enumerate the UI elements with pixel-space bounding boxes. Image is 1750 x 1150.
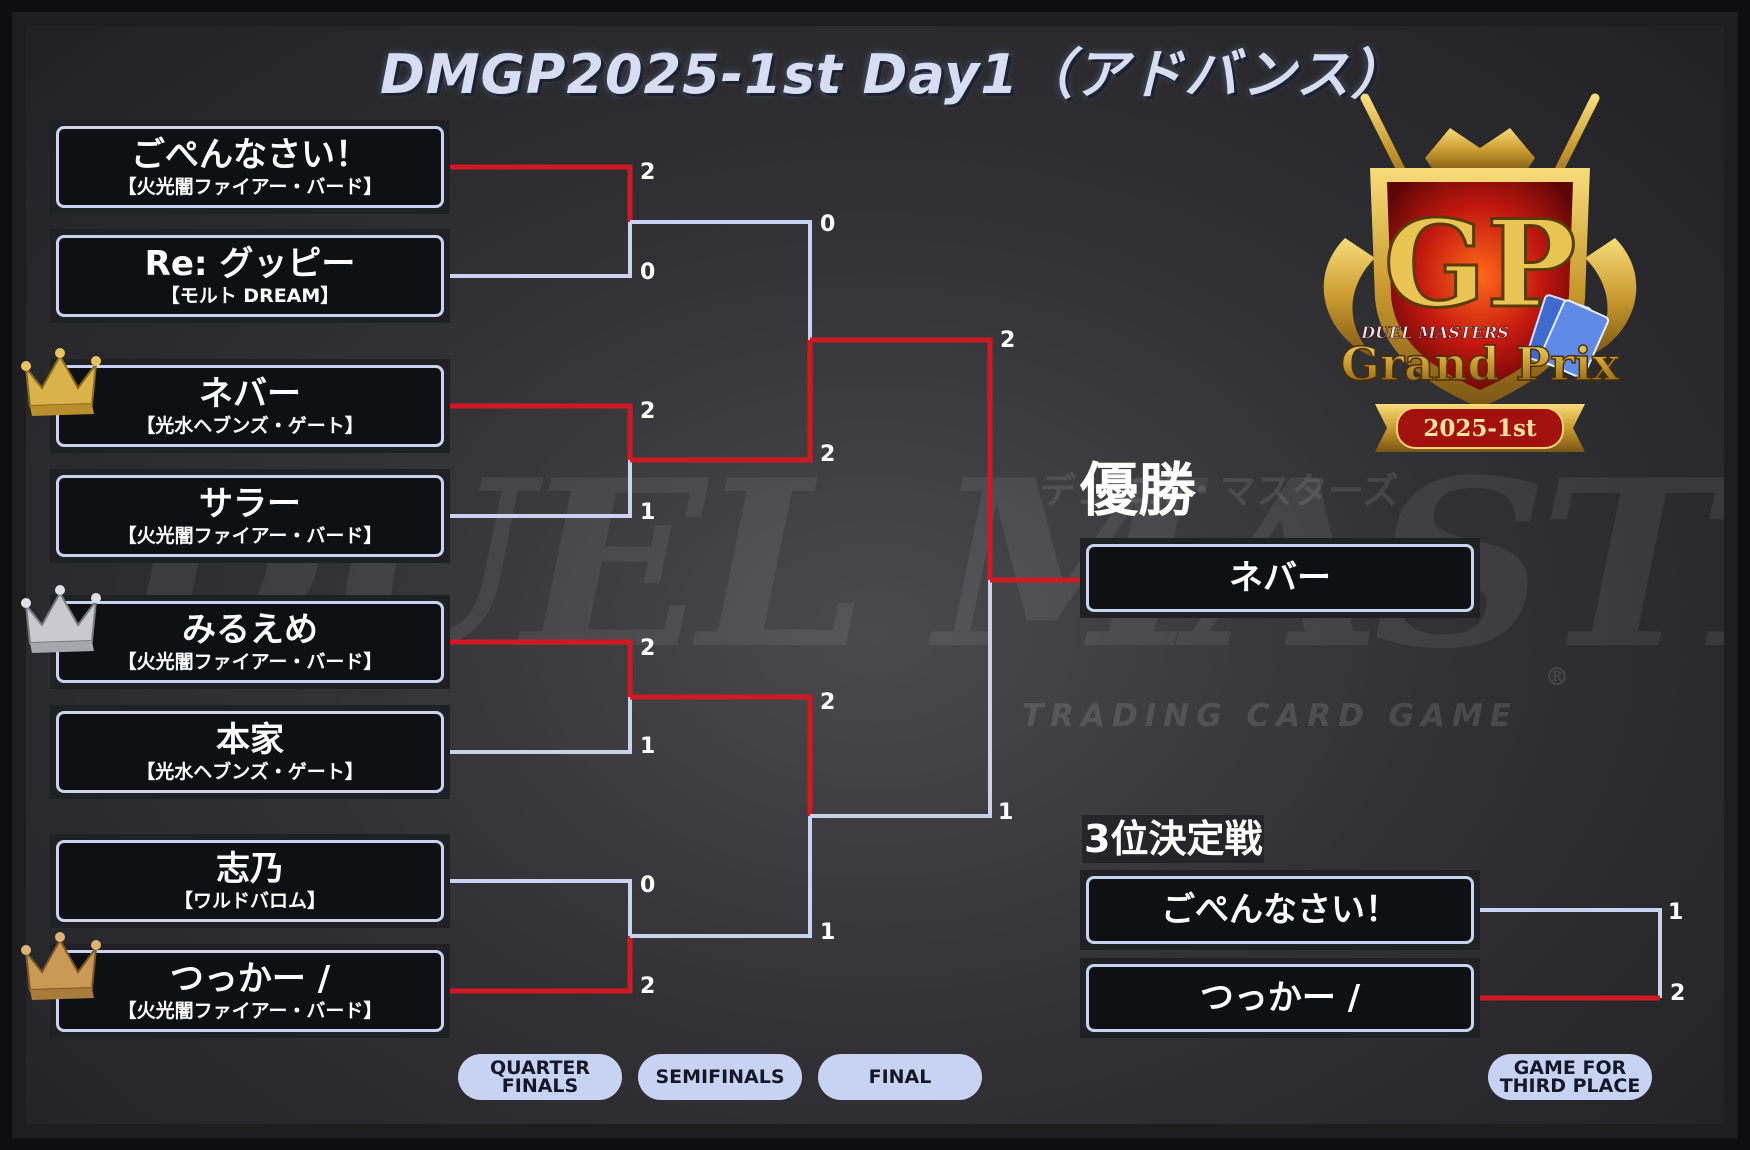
player-deck: 【光水ヘブンズ・ゲート】 (136, 761, 364, 783)
player-name: ネバー (199, 374, 301, 414)
player-name: ごぺんなさい！ (131, 135, 369, 175)
round-label-semifinals: SEMIFINALS (638, 1054, 802, 1100)
player-box-1: ごぺんなさい！ 【火光闇ファイアー・バード】 (50, 120, 450, 214)
score-final-1: 2 (1000, 328, 1016, 353)
score-qf-5: 2 (640, 636, 656, 661)
score-sf-2: 2 (820, 442, 836, 467)
player-deck: 【火光闇ファイアー・バード】 (117, 1000, 383, 1022)
line-sf2-top (630, 694, 813, 816)
third-place-label: 3位決定戦 (1082, 815, 1265, 863)
score-qf-6: 1 (640, 734, 656, 759)
player-deck: 【ワルドバロム】 (173, 890, 326, 912)
winner-label: 優勝 (1080, 456, 1201, 524)
score-qf-3: 2 (640, 399, 656, 424)
line-sf1-top (630, 220, 812, 340)
player-deck: 【モルト DREAM】 (160, 285, 340, 307)
line-qf2-loser (447, 460, 632, 518)
player-box-6: 本家 【光水ヘブンズ・ゲート】 (50, 705, 450, 799)
third-place-box-2: つっかー / (1080, 958, 1480, 1038)
line-qf4-loser (447, 879, 632, 936)
bronze-crown-icon (21, 932, 101, 1000)
emblem-edition-text: 2025-1st (1423, 415, 1537, 442)
champion-name: ネバー (1229, 558, 1331, 598)
grand-prix-emblem: GP DUEL MASTERS Grand Prix 2025-1st (1323, 93, 1637, 452)
player-box-4: サラー 【火光闇ファイアー・バード】 (50, 469, 450, 563)
emblem-brand-text: DUEL MASTERS (1360, 323, 1508, 342)
player-name: サラー (199, 484, 301, 524)
score-qf-7: 0 (640, 873, 656, 898)
round-label-third-place: GAME FOR THIRD PLACE (1488, 1054, 1652, 1100)
line-third-top (1478, 908, 1662, 998)
line-sf1-bottom (630, 340, 813, 463)
third-place-name: つっかー / (1199, 978, 1361, 1018)
third-place-box-1: ごぺんなさい！ (1080, 870, 1480, 950)
score-third-1: 1 (1668, 900, 1684, 925)
score-sf-1: 0 (820, 212, 836, 237)
player-name: Re: グッピー (144, 244, 356, 284)
watermark-katakana: デュエル・マスターズ (1040, 470, 1399, 512)
line-qf1-winner (447, 164, 633, 222)
player-deck: 【光水ヘブンズ・ゲート】 (136, 415, 364, 437)
player-deck: 【火光闇ファイアー・バード】 (117, 176, 383, 198)
score-sf-4: 1 (820, 920, 836, 945)
player-box-7: 志乃 【ワルドバロム】 (50, 834, 450, 928)
line-final-bottom (810, 580, 992, 818)
score-qf-1: 2 (640, 160, 656, 185)
player-name: みるえめ (182, 610, 318, 650)
score-sf-3: 2 (820, 690, 836, 715)
gold-crown-icon (21, 348, 101, 416)
line-qf3-loser (447, 697, 632, 754)
line-qf1-loser (447, 222, 632, 278)
player-deck: 【火光闇ファイアー・バード】 (117, 651, 383, 673)
line-final-top (810, 337, 993, 580)
player-name: つっかー / (169, 959, 331, 999)
player-deck: 【火光闇ファイアー・バード】 (117, 525, 383, 547)
emblem-grand-prix-text: Grand Prix (1341, 337, 1620, 391)
player-box-2: Re: グッピー 【モルト DREAM】 (50, 229, 450, 323)
watermark-registered-mark: ® (1545, 662, 1569, 691)
player-name: 本家 (216, 720, 284, 760)
score-third-2: 2 (1670, 981, 1686, 1006)
watermark-subtitle: TRADING CARD GAME (1022, 698, 1519, 734)
score-final-2: 1 (998, 800, 1014, 825)
line-qf2-winner (447, 403, 633, 460)
round-label-final: FINAL (818, 1054, 982, 1100)
score-qf-4: 1 (640, 500, 656, 525)
player-box-5: みるえめ 【火光闇ファイアー・バード】 (50, 595, 450, 689)
line-qf3-winner (447, 639, 633, 697)
score-qf-8: 2 (640, 974, 656, 999)
champion-box: ネバー (1080, 538, 1480, 618)
line-sf2-bottom (630, 816, 812, 938)
third-place-name: ごぺんなさい！ (1161, 890, 1399, 930)
line-qf4-winner (447, 936, 633, 994)
score-qf-2: 0 (640, 260, 656, 285)
winner-label-text: 優勝 (1080, 456, 1197, 524)
player-box-8: つっかー / 【火光闇ファイアー・バード】 (50, 944, 450, 1038)
player-box-3: ネバー 【光水ヘブンズ・ゲート】 (50, 359, 450, 453)
page-title: DMGP2025-1st Day1（アドバンス） (380, 43, 1406, 106)
silver-crown-icon (21, 585, 101, 653)
round-label-quarterfinals: QUARTER FINALS (458, 1054, 622, 1100)
player-name: 志乃 (216, 849, 284, 889)
